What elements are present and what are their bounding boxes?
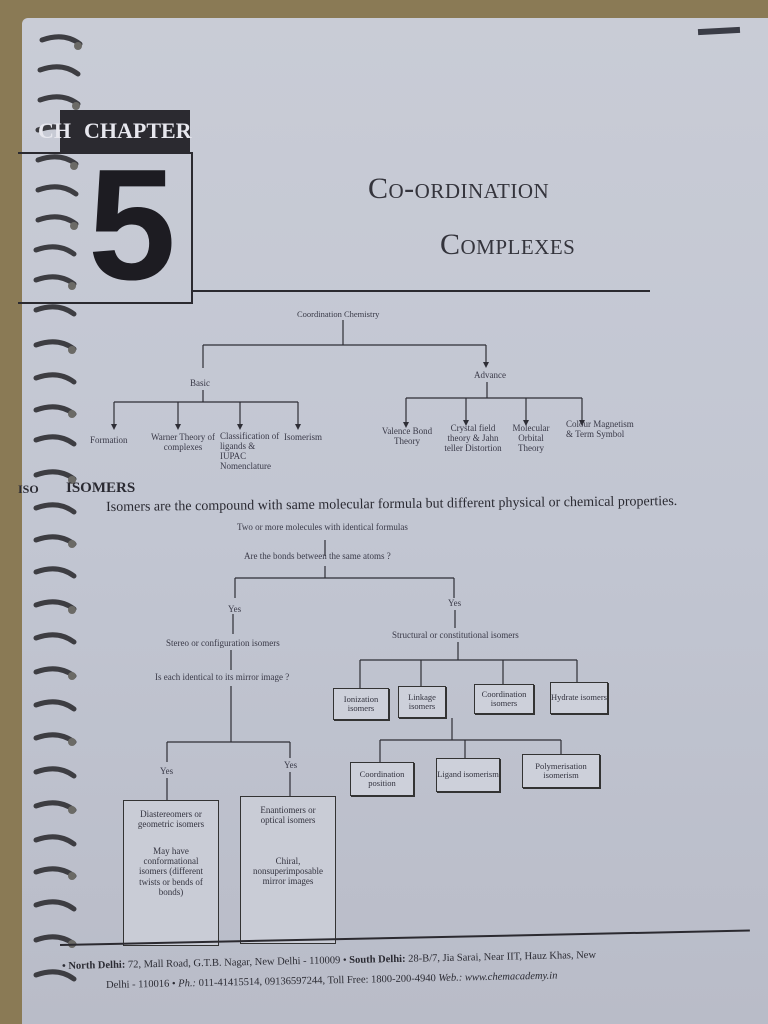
yes-structural: Yes (448, 598, 462, 608)
yes-diastereomers: Yes (160, 766, 174, 776)
basic-item-classification: Classification of ligands & IUPAC Nomenc… (220, 431, 280, 471)
spiral-binding (33, 34, 83, 982)
enantiomers-title: Enantiomers or optical isomers (260, 805, 316, 826)
ligand-isomerism-box: Ligand isomerism (436, 758, 500, 792)
yes-enantiomers: Yes (284, 760, 298, 770)
basic-item-warner: Warner Theory of complexes (150, 432, 216, 452)
structural-isomers-label: Structural or constitutional isomers (392, 630, 519, 640)
footer-south-label: South Delhi: (349, 953, 406, 966)
footer-north-label: • North Delhi: (62, 959, 126, 972)
chapter-title-line2: Complexes (440, 228, 576, 261)
advance-item-vbt: Valence Bond Theory (381, 426, 433, 446)
chapter-number: 5 (88, 137, 176, 313)
enantiomers-note: Chiral, nonsuperimposable mirror images (253, 855, 323, 887)
footer-city: Delhi - 110016 • (106, 978, 179, 991)
isomers-heading: ISOMERS (66, 480, 136, 496)
q-bonds-same-atoms: Are the bonds between the same atoms ? (244, 551, 391, 561)
chart1-basic: Basic (190, 378, 210, 388)
chapter-label-text: CHAPTER (84, 118, 192, 143)
hydrate-isomers-box: Hydrate isomers (550, 682, 608, 714)
basic-item-formation: Formation (90, 435, 128, 445)
coordination-position-box: Coordination position (350, 762, 414, 796)
isomers-side-fragment: ISO (18, 482, 39, 496)
diastereomers-title: Diastereomers or geometric isomers (137, 809, 205, 830)
basic-item-isomerism: Isomerism (284, 432, 322, 442)
chapter-label: CH CHAPTER (38, 110, 192, 152)
chart1-advance: Advance (474, 370, 506, 380)
ionization-isomers-box: Ionization isomers (333, 688, 389, 720)
diastereomers-note: May have conformational isomers (differe… (138, 845, 204, 898)
yes-stereo: Yes (228, 604, 242, 614)
chapter-title-line1: Co-ordination (368, 172, 550, 205)
polymerisation-isomerism-box: Polymerisation isomerism (522, 754, 600, 788)
advance-item-mot: Molecular Orbital Theory (512, 423, 550, 453)
advance-item-colour: Colour Magnetism & Term Symbol (566, 419, 634, 439)
linkage-isomers-box: Linkage isomers (398, 686, 446, 718)
advance-item-cft: Crystal field theory & Jahn teller Disto… (444, 423, 502, 453)
stereo-isomers-label: Stereo or configuration isomers (166, 638, 280, 648)
chart1-root: Coordination Chemistry (297, 309, 380, 319)
enantiomers-box: Enantiomers or optical isomers Chiral, n… (240, 796, 336, 944)
q-mirror-image: Is each identical to its mirror image ? (155, 672, 290, 682)
q-identical-formulas: Two or more molecules with identical for… (237, 522, 408, 532)
coordination-isomers-box: Coordination isomers (474, 684, 534, 714)
chapter-side-fragment: CH (38, 118, 71, 143)
diastereomers-box: Diastereomers or geometric isomers May h… (123, 800, 219, 946)
title-rule (192, 290, 650, 292)
chapter-frame (18, 152, 193, 304)
footer-phone-label: Ph.: (178, 978, 197, 990)
